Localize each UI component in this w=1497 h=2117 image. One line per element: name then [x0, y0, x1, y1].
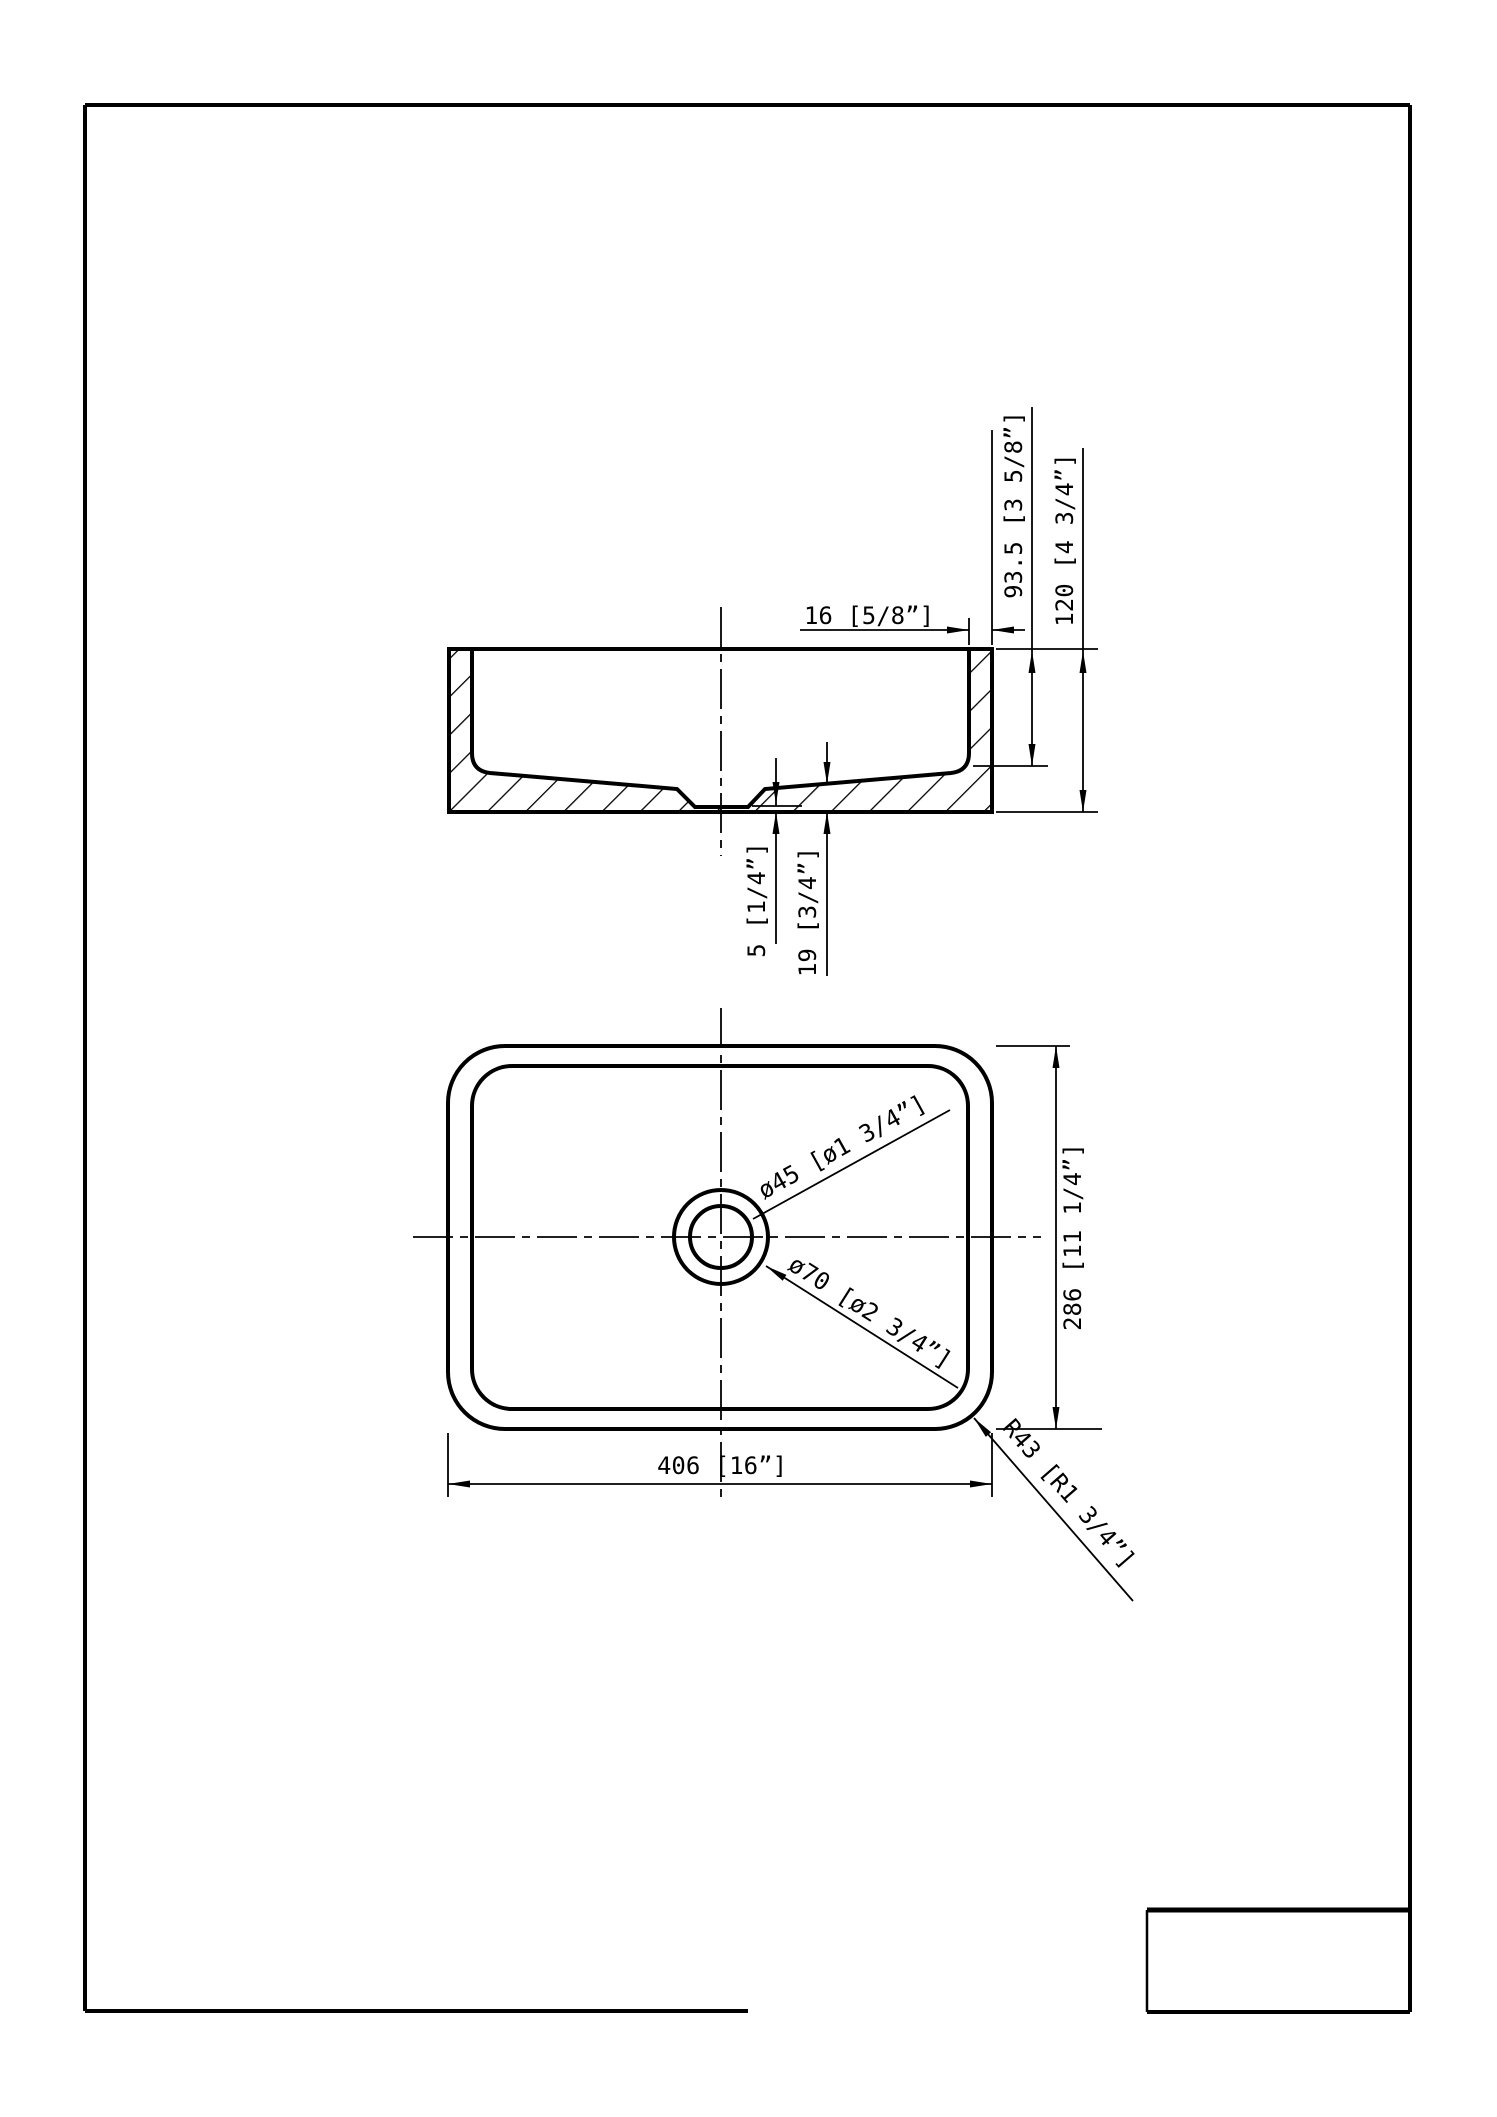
leader-corner-radius-label: R43 [R1 3/4”]	[997, 1414, 1141, 1574]
dim-overall-depth: 286 [11 1/4”]	[996, 1045, 1102, 1430]
leader-corner-radius: R43 [R1 3/4”]	[973, 1414, 1141, 1602]
section-view: 16 [5/8”] 93.5 [3 5/8”] 120 [4 3/4”]	[447, 407, 1098, 977]
dim-base-thickness-label: 19 [3/4”]	[794, 847, 822, 977]
dim-wall-thickness: 16 [5/8”]	[800, 430, 1025, 645]
leader-drain-outer: ø70 [ø2 3/4”]	[765, 1250, 959, 1389]
dim-wall-thickness-label: 16 [5/8”]	[804, 602, 934, 630]
leader-drain-outer-label: ø70 [ø2 3/4”]	[783, 1250, 957, 1374]
dim-overall-height-label: 120 [4 3/4”]	[1051, 453, 1079, 626]
dim-inner-depth-label: 93.5 [3 5/8”]	[1000, 411, 1028, 599]
plan-view: ø45 [ø1 3/4”] ø70 [ø2 3/4”] R43 [R1 3/4”…	[413, 1008, 1141, 1602]
dim-overall-depth-label: 286 [11 1/4”]	[1059, 1143, 1087, 1331]
dim-drain-recess-label: 5 [1/4”]	[743, 842, 771, 958]
section-hatching	[449, 649, 992, 812]
dim-inner-depth: 93.5 [3 5/8”]	[973, 407, 1048, 767]
plan-inner-basin-edge	[470, 1064, 970, 1411]
dim-overall-width-label: 406 [16”]	[657, 1452, 787, 1480]
dim-drain-recess: 5 [1/4”]	[743, 758, 802, 958]
dim-base-thickness: 19 [3/4”]	[794, 742, 831, 977]
dim-overall-width: 406 [16”]	[447, 1433, 993, 1497]
dim-overall-height: 120 [4 3/4”]	[996, 448, 1098, 813]
leader-drain-inner-label: ø45 [ø1 3/4”]	[753, 1089, 931, 1205]
title-block	[1145, 1907, 1410, 2012]
leader-drain-inner: ø45 [ø1 3/4”]	[752, 1089, 951, 1220]
sheet-border	[83, 103, 1412, 2014]
